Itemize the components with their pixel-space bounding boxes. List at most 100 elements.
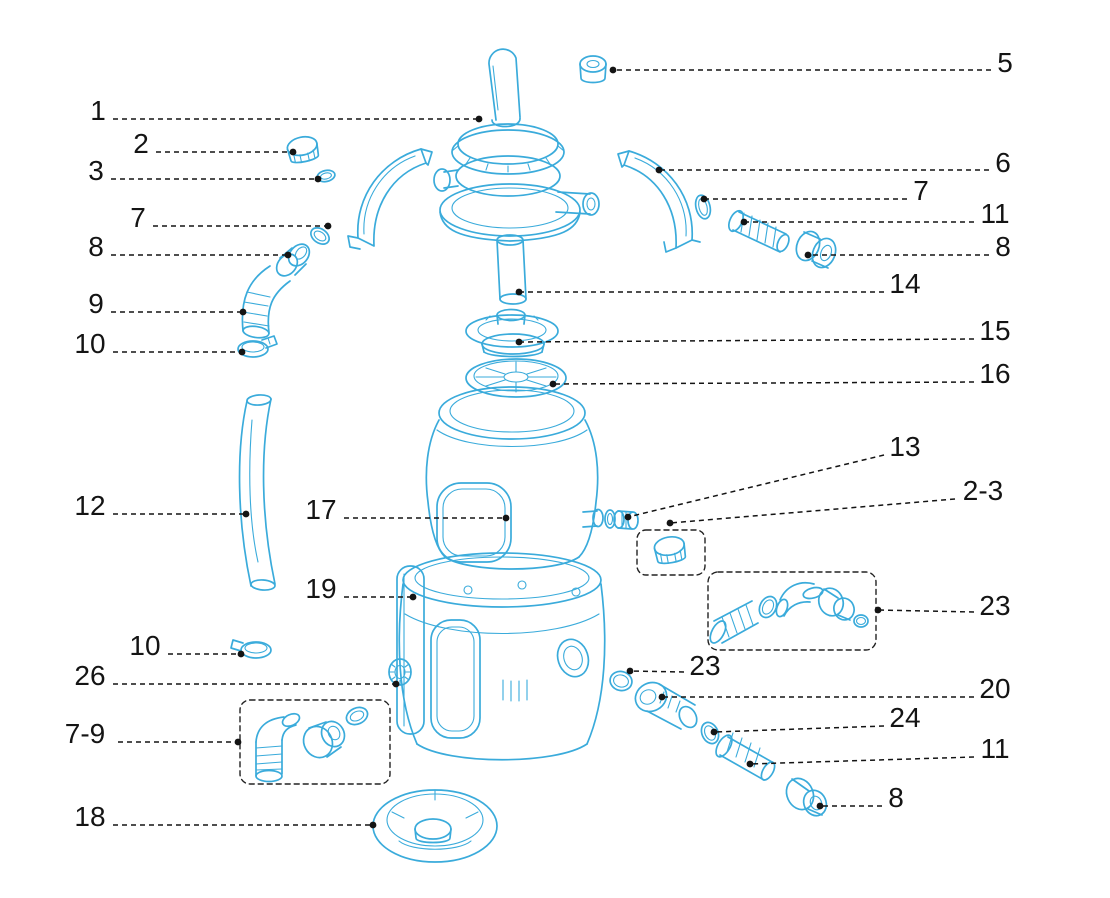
leader-dot-20: [658, 693, 666, 701]
hose-part-12: [238, 394, 276, 591]
leader-dot-2-3: [666, 519, 674, 527]
pump-outlet-port: [556, 638, 590, 678]
leader-dot-8-right: [804, 251, 812, 259]
hose-adapter-23: [709, 600, 759, 644]
elbow-fitting-part-9: [241, 265, 291, 339]
pump-housing-part-19: [396, 552, 606, 761]
leader-dot-14: [515, 288, 523, 296]
leader-line-2-3: [669, 498, 956, 524]
leader-dot-17: [502, 514, 510, 522]
leader-line-11-lower: [749, 756, 975, 765]
cap-part-2-3: [653, 535, 687, 565]
leader-dot-3: [314, 175, 322, 183]
group-box-2-3: [636, 529, 706, 576]
nut-part-8-lower: [785, 777, 828, 817]
leader-dot-23-oring: [626, 667, 634, 675]
part-callout-8-right: 8: [995, 231, 1011, 262]
elbow-23: [775, 581, 824, 618]
clamp-half-left: [347, 148, 433, 250]
cap-part-2: [286, 135, 320, 164]
leader-dot-6: [655, 166, 663, 174]
part-callout-2: 2: [133, 128, 149, 159]
part-callout-5: 5: [997, 47, 1013, 78]
part-callout-23-box: 23: [979, 590, 1010, 621]
leader-dot-19: [409, 593, 417, 601]
nut-part-8-left: [275, 243, 311, 277]
o-ring-23: [758, 595, 778, 619]
hose-adapter-part-11-upper: [727, 209, 790, 253]
leader-dot-10-lower: [237, 650, 245, 658]
leader-dot-2: [289, 148, 297, 156]
part-callout-16: 16: [979, 358, 1010, 389]
leader-dot-7-9: [234, 738, 242, 746]
hose-clamp-part-10-lower: [230, 639, 272, 659]
part-callout-3: 3: [88, 155, 104, 186]
leader-dot-10-upper: [238, 348, 246, 356]
part-callout-9: 9: [88, 288, 104, 319]
leader-dot-7-right: [700, 195, 708, 203]
leader-dot-11-lower: [746, 760, 754, 768]
fitting-part-13: [604, 509, 639, 530]
nut-part-8-group: [302, 720, 346, 759]
part-callout-10-upper: 10: [74, 328, 105, 359]
part-callout-20: 20: [979, 673, 1010, 704]
part-callout-23-oring: 23: [689, 650, 720, 681]
valve-adapter-part-20: [634, 681, 698, 730]
o-ring-part-7-left: [310, 227, 330, 245]
leader-line-15: [518, 338, 975, 343]
part-callout-18: 18: [74, 801, 105, 832]
o-ring-part-23-second: [609, 670, 633, 692]
cap-part-5: [579, 55, 607, 84]
hose-adapter-part-11-lower: [715, 732, 776, 781]
base-stand-part-18: [372, 789, 498, 863]
part-callout-13: 13: [889, 431, 920, 462]
part-callout-14: 14: [889, 268, 920, 299]
nut-part-8-upper: [795, 230, 837, 269]
leader-line-24: [713, 725, 885, 733]
part-callout-26: 26: [74, 660, 105, 691]
part-callout-15: 15: [979, 315, 1010, 346]
o-ring-part-7-group: [345, 706, 369, 726]
leader-dot-26: [392, 680, 400, 688]
part-callout-8-lower: 8: [888, 782, 904, 813]
leader-line-16: [552, 381, 975, 385]
part-callout-10-lower: 10: [129, 630, 160, 661]
part-callout-7-right: 7: [913, 175, 929, 206]
part-callout-7-9: 7-9: [65, 718, 105, 749]
clamp-half-right-part-6: [617, 150, 701, 253]
strainer-part-16: [465, 358, 567, 398]
leader-dot-24: [710, 728, 718, 736]
part-callout-11-lower: 11: [980, 733, 1009, 764]
leader-dot-13: [624, 513, 632, 521]
leader-dot-11-upper: [740, 218, 748, 226]
group-box-23: [707, 571, 877, 651]
elbow-part-9-group: [255, 712, 301, 783]
part-callout-8-left: 8: [88, 231, 104, 262]
leader-dot-8-lower: [816, 802, 824, 810]
leader-dot-23-box: [874, 606, 882, 614]
leader-line-23-oring: [629, 670, 685, 673]
leader-dot-7-left: [324, 222, 332, 230]
leader-dot-8-left: [284, 251, 292, 259]
o-ring-small-23: [853, 614, 869, 628]
hose-clamp-part-10-upper: [237, 335, 278, 358]
part-callout-1: 1: [90, 95, 106, 126]
standpipe-part-14: [496, 234, 527, 305]
part-callout-6: 6: [995, 147, 1011, 178]
parts-artwork: [230, 48, 877, 863]
part-callout-17: 17: [305, 494, 336, 525]
part-callout-2-3: 2-3: [963, 475, 1003, 506]
part-callout-11-upper: 11: [980, 198, 1009, 229]
diffuser-part-15: [465, 308, 559, 358]
group-box-7-9: [239, 699, 391, 785]
drain-knob-part-26: [388, 658, 412, 686]
leader-line-23-box: [877, 609, 975, 613]
leader-line-13: [627, 454, 885, 518]
leader-dot-16: [549, 380, 557, 388]
part-callout-7-left: 7: [130, 202, 146, 233]
leader-dot-5: [609, 66, 617, 74]
part-callout-24: 24: [889, 702, 920, 733]
